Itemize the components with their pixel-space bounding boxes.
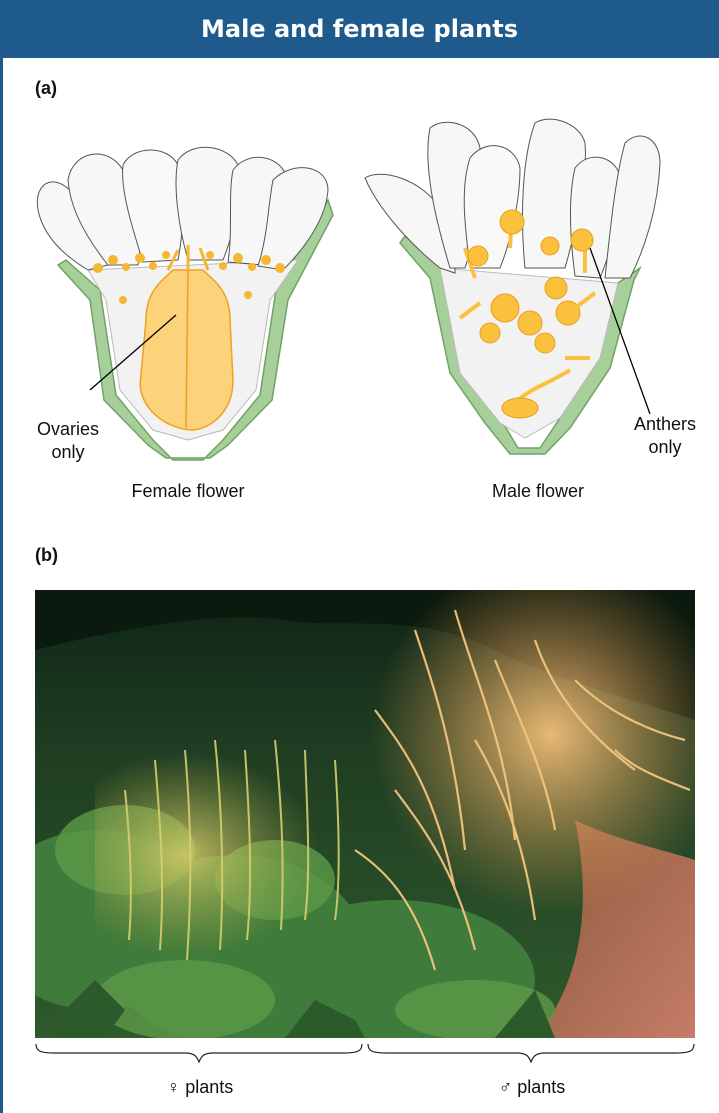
panel-b-label: (b)	[35, 545, 58, 566]
figure-title-bar: Male and female plants	[0, 0, 719, 58]
male-callout-line-1: Anthers	[620, 413, 710, 436]
male-callout-line-2: only	[620, 436, 710, 459]
male-plants-label: ♂ plants	[452, 1076, 612, 1099]
plants-photograph	[35, 590, 695, 1038]
male-flower-caption: Male flower	[448, 480, 628, 503]
male-plants-brace	[367, 1043, 697, 1063]
male-callout-label: Anthers only	[620, 413, 710, 459]
figure-title: Male and female plants	[201, 15, 518, 43]
female-callout-line-2: only	[18, 441, 118, 464]
male-flower-illustration	[360, 118, 680, 463]
female-plants-brace	[35, 1043, 365, 1063]
female-plants-label: ♀ plants	[120, 1076, 280, 1099]
male-petal-6	[605, 136, 660, 278]
female-flower-caption: Female flower	[98, 480, 278, 503]
panel-a-label: (a)	[35, 78, 57, 99]
female-callout-line-1: Ovaries	[18, 418, 118, 441]
female-callout-label: Ovaries only	[18, 418, 118, 464]
